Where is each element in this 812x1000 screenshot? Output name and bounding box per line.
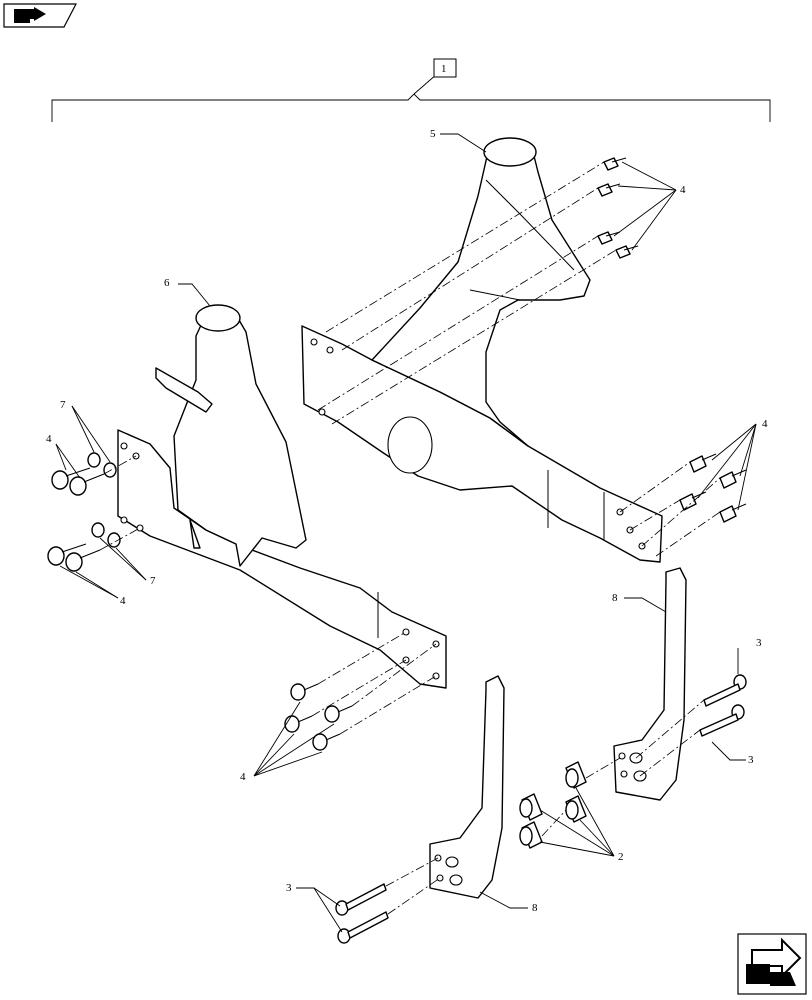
assembly-lines bbox=[99, 161, 721, 915]
callout-6: 6 bbox=[164, 277, 170, 289]
upright-bracket-left bbox=[429, 675, 505, 899]
callout-7: 7 bbox=[150, 575, 156, 587]
callout-3: 3 bbox=[286, 882, 292, 894]
leader-lines bbox=[55, 133, 757, 933]
callout-4: 4 bbox=[46, 433, 52, 445]
callout-5: 5 bbox=[430, 128, 436, 140]
callout-4: 4 bbox=[120, 595, 126, 607]
callout-3: 3 bbox=[748, 754, 754, 766]
callout-8: 8 bbox=[612, 592, 618, 604]
right-side-frame bbox=[301, 137, 663, 563]
bolts-right bbox=[679, 453, 747, 523]
assembly-bracket: 1 bbox=[51, 58, 771, 122]
callout-4: 4 bbox=[762, 418, 768, 430]
bushings bbox=[519, 761, 587, 849]
long-bolts bbox=[335, 674, 747, 944]
assembly-number: 1 bbox=[441, 63, 447, 75]
arrow-forward-icon bbox=[746, 937, 802, 986]
bolts-left bbox=[47, 452, 121, 572]
bolts-top-right bbox=[597, 157, 639, 259]
back-button[interactable] bbox=[3, 3, 77, 28]
left-side-frame bbox=[117, 304, 447, 689]
callout-2: 2 bbox=[618, 851, 624, 863]
callout-4: 4 bbox=[240, 771, 246, 783]
next-button[interactable] bbox=[737, 933, 807, 995]
callout-7: 7 bbox=[60, 399, 66, 411]
callout-8: 8 bbox=[532, 902, 538, 914]
arrow-return-icon bbox=[14, 7, 46, 23]
callout-3: 3 bbox=[756, 637, 762, 649]
bolts-bottom-centre bbox=[284, 683, 353, 751]
callout-4: 4 bbox=[680, 184, 686, 196]
callout-labels: 2 3 3 3 4 4 4 4 4 5 6 7 7 8 8 bbox=[46, 128, 768, 914]
